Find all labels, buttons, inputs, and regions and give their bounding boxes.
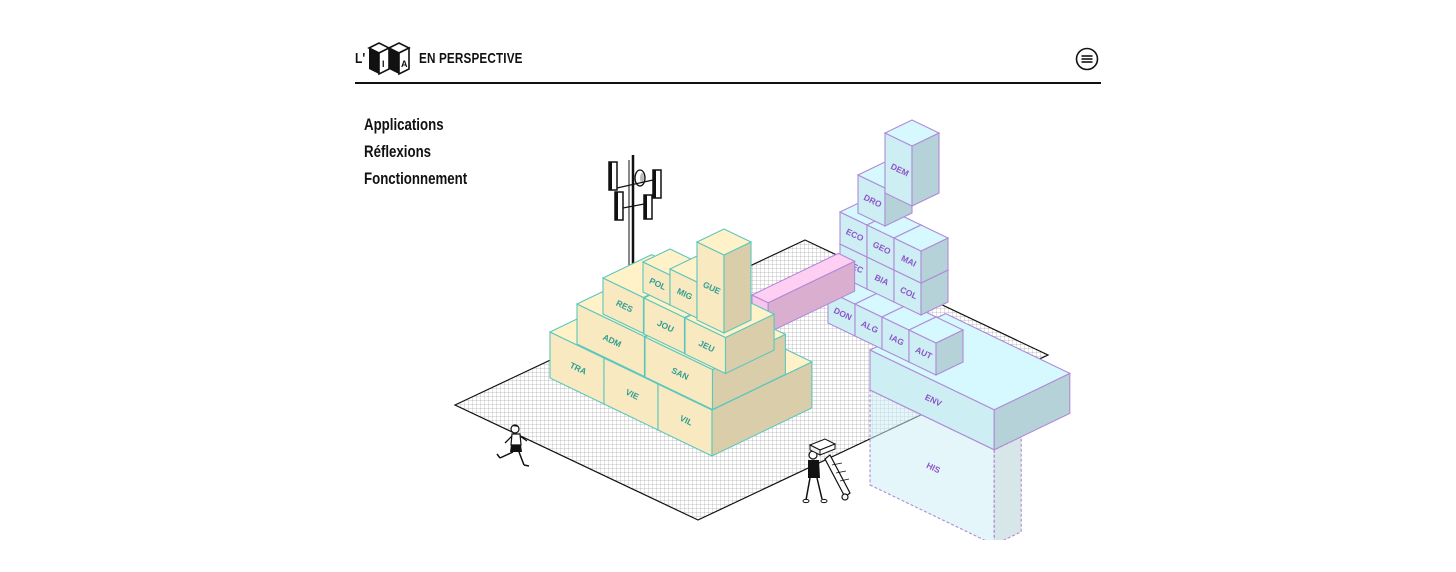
- site-logo[interactable]: L' I A EN PERSPECTIVE: [355, 40, 552, 76]
- block-gue[interactable]: GUE: [697, 229, 751, 333]
- right-block-stack: HISENVDONALGIAGAUTRECBIACOLECOGEOMAIDROD…: [828, 120, 1070, 540]
- logo-letter-a: A: [401, 59, 408, 69]
- block-mai[interactable]: MAI: [894, 225, 948, 283]
- hamburger-menu-icon[interactable]: [1075, 47, 1099, 71]
- logo-letter-i: I: [382, 59, 385, 69]
- logo-cubes-icon: I A: [367, 40, 413, 76]
- logo-text: EN PERSPECTIVE: [419, 50, 523, 67]
- logo-prefix: L': [355, 50, 365, 67]
- site-header: L' I A EN PERSPECTIVE: [355, 38, 1101, 84]
- block-aut[interactable]: AUT: [909, 317, 963, 375]
- block-dem[interactable]: DEM: [885, 120, 939, 206]
- isometric-illustration: HISENVDONALGIAGAUTRECBIACOLECOGEOMAIDROD…: [440, 100, 1080, 540]
